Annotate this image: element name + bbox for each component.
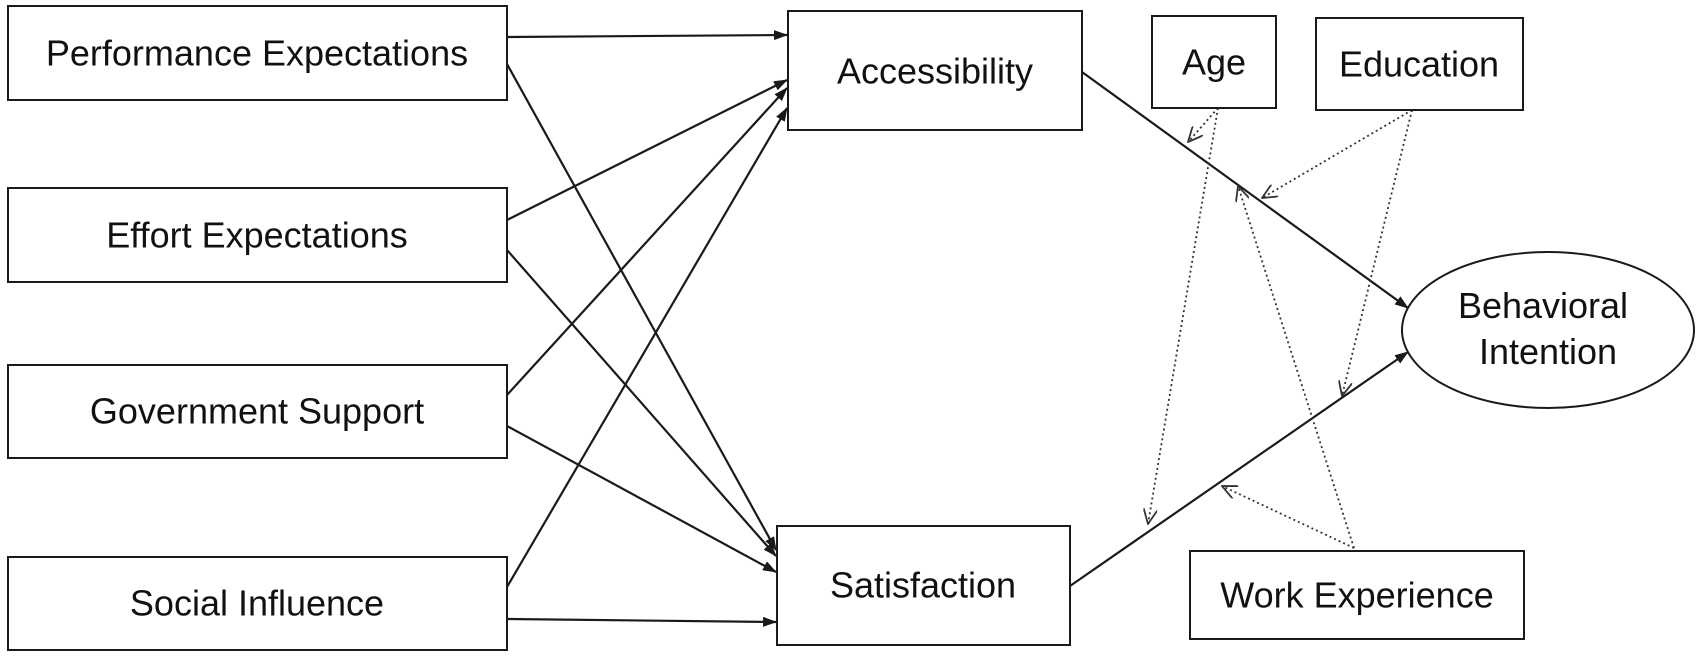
- node-work-experience: Work Experience: [1189, 550, 1525, 640]
- edge-performance-to-accessibility: [506, 30, 788, 41]
- node-age: Age: [1151, 15, 1277, 109]
- edge-performance-to-satisfaction: [506, 63, 777, 551]
- node-government-support: Government Support: [7, 364, 508, 459]
- edge-work-experience-to-accessibility-path: [1238, 186, 1355, 549]
- node-satisfaction: Satisfaction: [776, 525, 1071, 646]
- node-accessibility-label: Accessibility: [837, 51, 1033, 92]
- node-behavioral-intention-label: Behavioral Intention: [1458, 285, 1638, 372]
- edge-age-to-accessibility-path: [1188, 107, 1219, 142]
- node-work-experience-label: Work Experience: [1220, 575, 1493, 616]
- edge-social-to-accessibility: [506, 107, 788, 588]
- edge-effort-to-satisfaction: [506, 249, 777, 557]
- node-effort-expectations-label: Effort Expectations: [106, 215, 408, 256]
- node-behavioral-intention-line2: Intention: [1479, 331, 1617, 372]
- node-government-support-label: Government Support: [90, 391, 424, 432]
- node-performance-expectations-label: Performance Expectations: [46, 33, 468, 74]
- edge-education-to-satisfaction-path: [1342, 109, 1413, 396]
- node-age-label: Age: [1182, 42, 1246, 83]
- edge-government-to-satisfaction: [506, 425, 777, 573]
- node-behavioral-intention: Behavioral Intention: [1401, 251, 1695, 409]
- edge-social-to-satisfaction: [506, 616, 777, 627]
- node-performance-expectations: Performance Expectations: [7, 5, 508, 101]
- edge-government-to-accessibility: [506, 87, 788, 396]
- node-accessibility: Accessibility: [787, 10, 1083, 131]
- node-behavioral-intention-line1: Behavioral: [1458, 285, 1628, 326]
- node-social-influence: Social Influence: [7, 556, 508, 651]
- node-effort-expectations: Effort Expectations: [7, 187, 508, 283]
- dotted-edges: [1148, 107, 1413, 549]
- node-education: Education: [1315, 17, 1524, 111]
- edge-effort-to-accessibility: [506, 79, 788, 221]
- node-social-influence-label: Social Influence: [130, 583, 384, 624]
- edge-work-experience-to-satisfaction-path: [1222, 486, 1355, 549]
- node-education-label: Education: [1339, 44, 1499, 85]
- edge-education-to-accessibility-path: [1262, 109, 1413, 198]
- node-satisfaction-label: Satisfaction: [830, 565, 1016, 606]
- edge-age-to-satisfaction-path: [1148, 107, 1219, 524]
